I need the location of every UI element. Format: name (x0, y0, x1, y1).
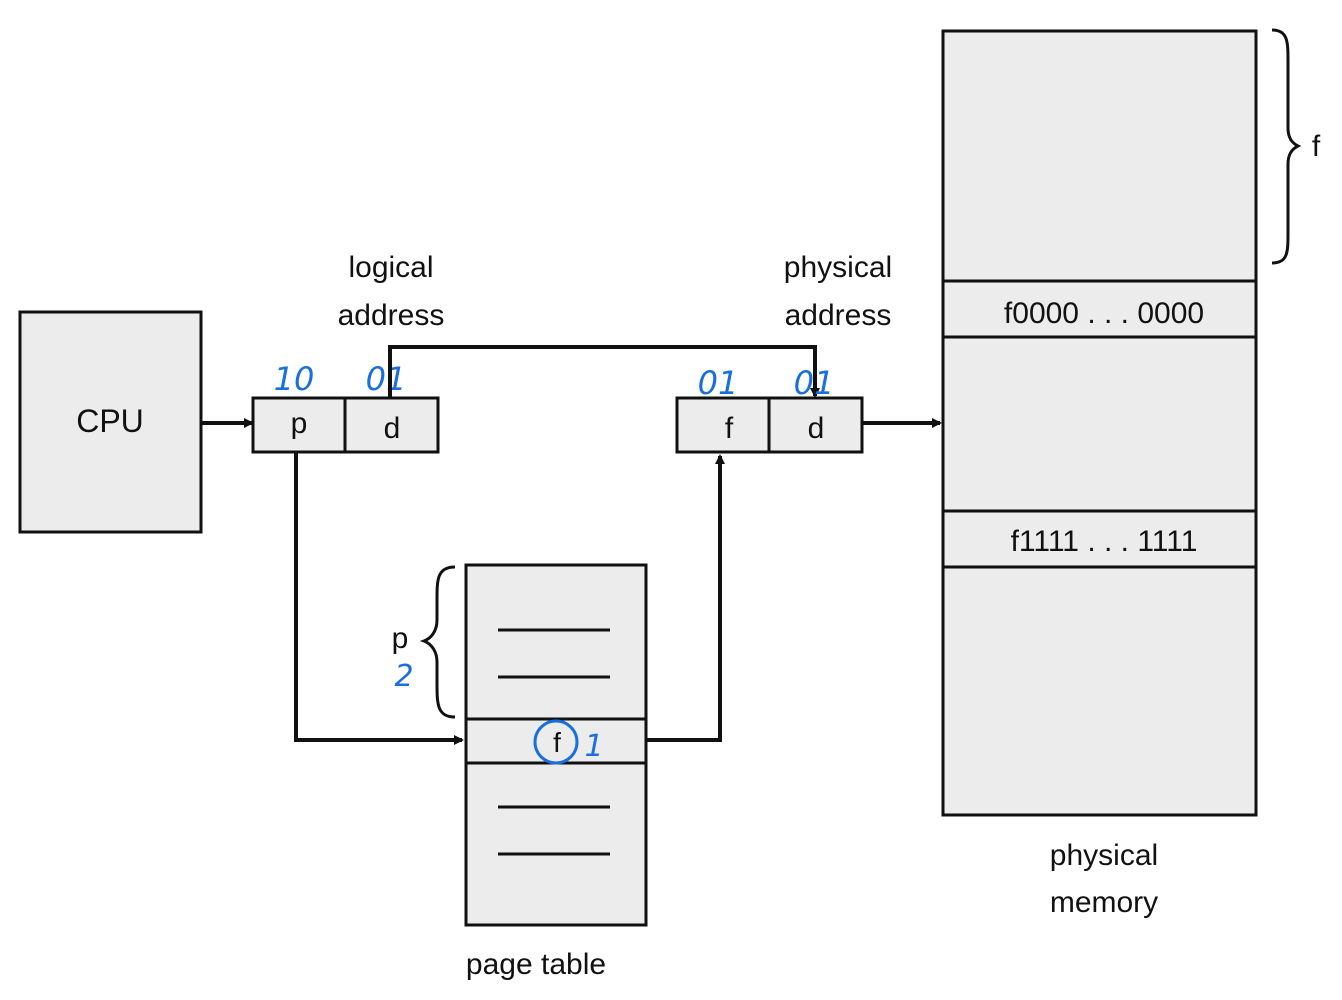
logical-address-title-line2: address (338, 299, 445, 332)
physical-memory-brace (1271, 28, 1302, 265)
page-table-brace (419, 565, 456, 719)
logical-p-field (251, 396, 347, 454)
page-table-brace-annotation: 2 (394, 659, 413, 694)
page-table: f 1 (464, 563, 648, 927)
page-table-entry-circle (533, 719, 579, 765)
logical-p-label: p (291, 407, 308, 440)
offset-copy-arrow (388, 345, 820, 398)
cpu-label: CPU (76, 403, 144, 439)
frame-end-label: f1111 . . . 1111 (1011, 525, 1198, 558)
logical-d-label: d (384, 412, 401, 445)
page-table-entry-annotation: 1 (584, 729, 603, 764)
physical-memory-caption-line2: memory (1050, 886, 1158, 919)
page-table-caption: page table (466, 948, 606, 981)
physical-memory-brace-label: f (1312, 130, 1321, 163)
physical-memory: f0000 . . . 0000 f1111 . . . 1111 (941, 29, 1258, 817)
cpu-block: CPU (18, 310, 203, 534)
logical-address-title-line1: logical (348, 251, 433, 284)
physical-address-register: f d (675, 396, 864, 454)
frame-start-label: f0000 . . . 0000 (1004, 297, 1204, 330)
physical-memory-caption-line1: physical (1050, 839, 1158, 872)
page-table-to-frame-arrow (646, 454, 725, 742)
physical-address-title-line2: address (785, 299, 892, 332)
physical-address-title-line1: physical (784, 251, 892, 284)
logical-p-annotation: 10 (274, 360, 315, 398)
physical-f-label: f (725, 412, 734, 445)
physical-d-annotation: 01 (794, 364, 835, 402)
logical-d-annotation: 01 (366, 360, 407, 398)
p-to-page-table-arrow (294, 452, 464, 745)
page-table-brace-label: p (392, 622, 409, 655)
logical-address-register: p d (251, 396, 440, 454)
physical-f-field (675, 396, 771, 454)
physical-f-annotation: 01 (698, 364, 739, 402)
physical-d-label: d (808, 412, 825, 445)
page-table-entry-label: f (553, 727, 561, 758)
